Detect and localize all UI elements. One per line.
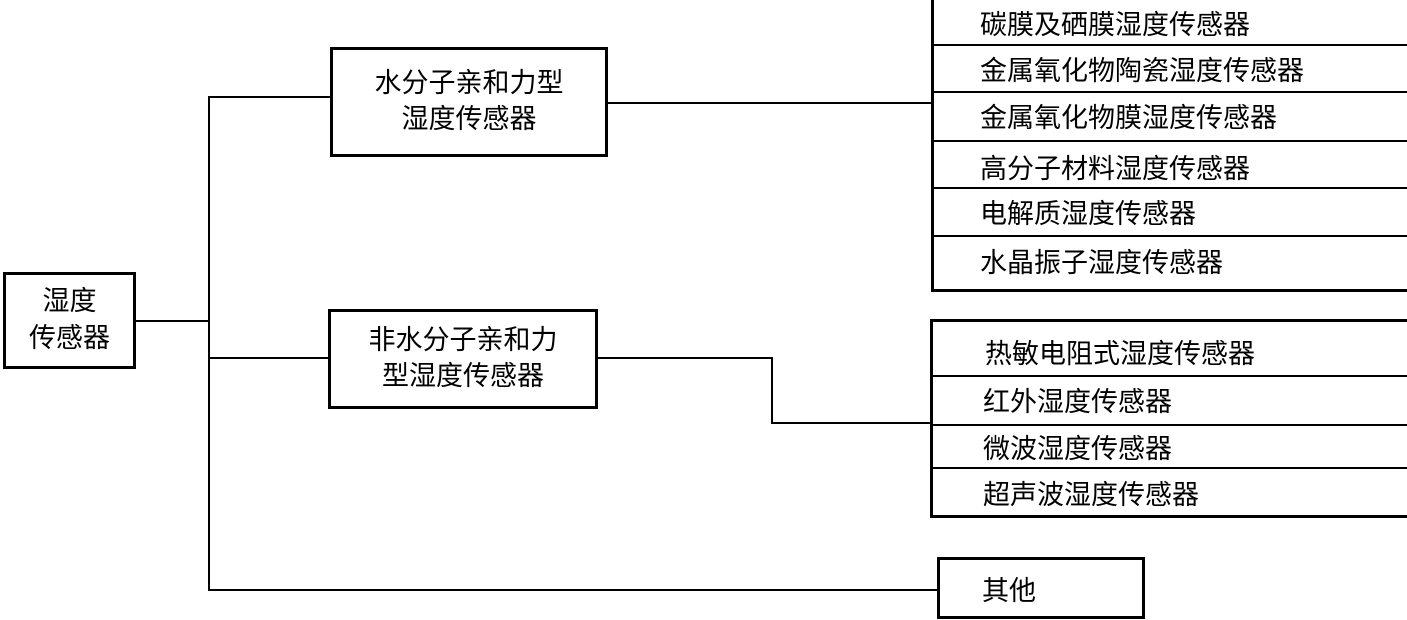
connector-trunk-to-cat1 (208, 96, 330, 98)
list-item: 碳膜及硒膜湿度传感器 (934, 0, 1407, 44)
list-item: 电解质湿度传感器 (934, 189, 1407, 233)
category-node-affinity: 水分子亲和力型 湿度传感器 (330, 47, 608, 157)
list-divider (934, 235, 1407, 237)
list-item-label: 金属氧化物陶瓷湿度传感器 (980, 55, 1304, 87)
list-item: 超声波湿度传感器 (933, 469, 1407, 515)
connector-cat2-drop (771, 357, 773, 423)
list-divider (934, 44, 1407, 46)
category-label-line1: 水分子亲和力型 (374, 67, 564, 99)
list-divider (934, 140, 1407, 142)
list-item: 高分子材料湿度传感器 (934, 142, 1407, 190)
connector-trunk (208, 96, 210, 590)
list-item-label: 电解质湿度传感器 (980, 198, 1196, 230)
category-label-line2: 湿度传感器 (401, 104, 537, 135)
list-item-label: 超声波湿度传感器 (983, 479, 1199, 511)
connector-trunk-to-cat3 (208, 589, 937, 591)
sensor-list-affinity: 碳膜及硒膜湿度传感器 金属氧化物陶瓷湿度传感器 金属氧化物膜湿度传感器 高分子材… (931, 0, 1407, 292)
list-item: 金属氧化物陶瓷湿度传感器 (934, 46, 1407, 90)
category-label: 其他 (982, 575, 1036, 607)
list-divider (933, 467, 1407, 469)
list-item-label: 微波湿度传感器 (983, 433, 1172, 465)
list-divider (933, 424, 1407, 426)
list-item: 红外湿度传感器 (933, 377, 1407, 421)
list-item: 热敏电阻式湿度传感器 (933, 328, 1407, 374)
list-divider (934, 91, 1407, 93)
category-label-line1: 非水分子亲和力 (368, 324, 558, 356)
connector-cat2-out (598, 357, 772, 359)
list-item: 微波湿度传感器 (933, 424, 1407, 468)
sensor-list-non-affinity: 热敏电阻式湿度传感器 红外湿度传感器 微波湿度传感器 超声波湿度传感器 (930, 319, 1407, 518)
list-item: 水晶振子湿度传感器 (934, 237, 1407, 283)
connector-cat1-to-list1 (608, 102, 931, 104)
category-label-line2: 型湿度传感器 (382, 361, 544, 392)
list-divider (934, 187, 1407, 189)
list-item-label: 高分子材料湿度传感器 (980, 153, 1250, 185)
connector-cat2-to-list2 (771, 422, 930, 424)
root-node: 湿度 传感器 (3, 272, 136, 369)
list-item: 金属氧化物膜湿度传感器 (934, 93, 1407, 137)
list-item-label: 热敏电阻式湿度传感器 (985, 338, 1255, 370)
list-item-label: 红外湿度传感器 (983, 386, 1172, 418)
connector-root-to-trunk (136, 320, 209, 322)
root-label-line1: 湿度 (42, 286, 97, 318)
list-item-label: 碳膜及硒膜湿度传感器 (980, 9, 1250, 41)
list-item-label: 水晶振子湿度传感器 (980, 247, 1223, 279)
category-node-other: 其他 (937, 557, 1145, 619)
connector-trunk-to-cat2 (208, 357, 328, 359)
list-item-label: 金属氧化物膜湿度传感器 (980, 102, 1277, 134)
list-divider (933, 375, 1407, 377)
root-label-line2: 传感器 (29, 322, 110, 354)
category-node-non-affinity: 非水分子亲和力 型湿度传感器 (328, 309, 598, 409)
